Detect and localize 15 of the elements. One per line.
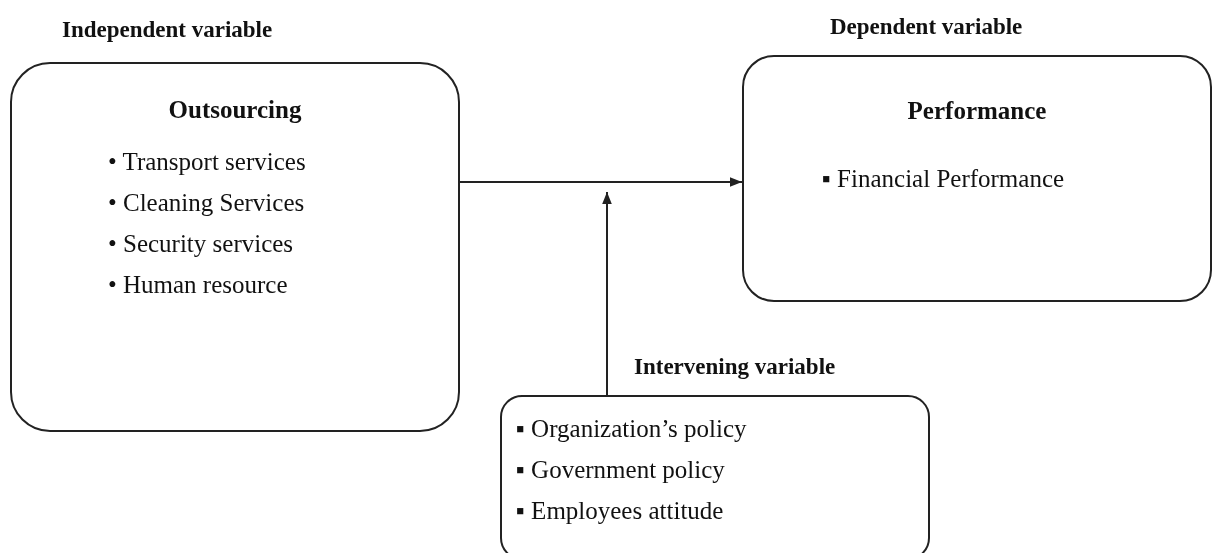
variable-heading: Dependent variable	[830, 14, 1023, 40]
box-title: Outsourcing	[167, 96, 303, 124]
list-item: • Human resource	[108, 271, 289, 300]
list-item: ▪ Organization’s policy	[516, 415, 747, 444]
variable-heading: Intervening variable	[634, 354, 836, 380]
list-item: ▪ Employees attitude	[516, 497, 725, 526]
list-item: • Cleaning Services	[108, 189, 306, 218]
list-item: ▪ Financial Performance	[822, 165, 1065, 194]
variable-heading: Independent variable	[62, 17, 273, 43]
arrow	[459, 177, 743, 187]
list-item: • Security services	[108, 230, 295, 259]
list-item: ▪ Government policy	[516, 456, 726, 485]
list-item: • Transport services	[108, 148, 306, 177]
arrow	[602, 191, 612, 396]
box-title: Performance	[906, 97, 1048, 125]
